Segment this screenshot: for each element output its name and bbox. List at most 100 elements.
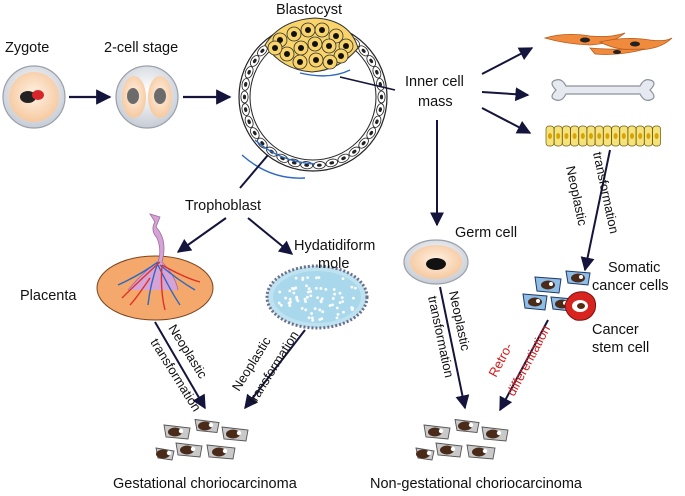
mole-vesicle: [307, 287, 311, 290]
trophoblast-label: Trophoblast: [185, 198, 261, 214]
mole-vesicle: [279, 303, 283, 307]
mole-vesicle: [310, 316, 314, 320]
tumor-nucleus: [226, 429, 240, 439]
mole-vesicle: [331, 297, 335, 300]
mole-vesicle: [309, 290, 313, 293]
mole-vesicle: [320, 297, 324, 301]
epithelial-nucleus: [597, 133, 602, 139]
icm-nucleus: [327, 59, 333, 65]
somatic-nucleolus: [536, 299, 540, 303]
epithelial-nucleus: [556, 133, 561, 139]
mole-vesicle: [284, 296, 288, 300]
mole-vesicle: [340, 296, 344, 300]
icm-nucleus: [333, 33, 339, 39]
trophoblast-nucleus: [242, 94, 247, 100]
icm-nucleus: [272, 45, 278, 51]
mole-vesicle: [288, 289, 292, 293]
germ-cell-label: Germ cell: [455, 225, 517, 241]
mole-vesicle: [314, 286, 318, 290]
tumor-nucleus: [416, 449, 430, 459]
trophoblast-nucleus: [316, 163, 322, 167]
fibroblast-cells: [543, 32, 673, 55]
mole-vesicle: [291, 287, 294, 290]
mole-vesicle: [335, 316, 339, 320]
tumor-nucleolus: [496, 430, 502, 436]
line-blastocyst-to-trophoblast: [239, 154, 269, 189]
icm-nucleus: [338, 53, 344, 59]
mole-vesicle: [324, 287, 328, 291]
blastocyst: [238, 17, 388, 179]
mole-vesicle: [341, 300, 345, 303]
icm-nucleus: [326, 43, 332, 49]
mole-vesicle: [304, 300, 308, 303]
placenta-icon: [96, 213, 214, 321]
epithelial-nucleus: [589, 133, 593, 139]
icm-nucleus: [343, 43, 349, 49]
mole-vesicle: [341, 277, 345, 281]
epithelial-nucleus: [630, 133, 634, 139]
arrow-retrodifferentiation: [499, 319, 549, 412]
mole-vesicle: [288, 304, 292, 308]
tumor-nucleolus: [468, 422, 474, 428]
tumor-nucleolus: [166, 450, 172, 456]
mole-vesicle: [313, 307, 317, 311]
inner-cell-mass-label-1: Inner cell: [405, 74, 464, 90]
tumor-nucleus: [198, 421, 212, 431]
somatic-nucleus: [541, 280, 555, 290]
trophoblast-nucleus: [369, 130, 374, 136]
arrow-trophoblast-to-placenta: [176, 217, 227, 253]
mole-vesicle: [338, 291, 342, 295]
trophoblast-nucleus: [247, 69, 251, 75]
tumor-nucleolus: [222, 448, 228, 454]
somatic-label-2: cancer cells: [592, 278, 669, 294]
mole-vesicle: [306, 295, 309, 299]
mole-vesicle: [319, 287, 323, 290]
icm-nucleus: [312, 41, 318, 47]
tumor-nucleus: [440, 445, 454, 455]
icm-nucleus: [297, 59, 303, 65]
mole-vesicle: [309, 294, 313, 298]
trophoblast-nucleus: [304, 163, 310, 167]
trophoblast-nucleus: [252, 58, 257, 64]
tumor-nucleolus: [236, 430, 242, 436]
arrow-germ-to-nongestational: [439, 286, 470, 410]
epithelial-nucleus: [564, 133, 569, 139]
icm-nucleus: [319, 27, 325, 33]
mole-vesicle: [319, 299, 323, 303]
mole-vesicle: [294, 276, 298, 280]
icm-nucleus: [291, 31, 297, 37]
mole-vesicle: [331, 303, 334, 307]
arrow-icm-to-fibroblast: [481, 47, 534, 75]
mole-vesicle: [352, 296, 355, 300]
non-gestational-label: Non-gestational choriocarcinoma: [370, 476, 583, 492]
icm-nucleus: [284, 51, 290, 57]
inner-cell-mass-label-2: mass: [418, 94, 453, 110]
trophoblast-nucleus: [378, 107, 382, 112]
somatic-nucleus: [571, 273, 585, 283]
arrow-mole-to-gestational: [244, 329, 306, 410]
hydatidiform-mole-icon: [265, 264, 369, 330]
mole-vesicle: [303, 297, 307, 301]
mole-vesicle: [288, 297, 292, 301]
trophoblast-nucleus: [252, 130, 257, 136]
mole-vesicle: [318, 308, 322, 312]
tumor-nucleus: [458, 421, 472, 431]
retro-label-1: Retro-: [485, 340, 515, 379]
two-cell-stage: [115, 65, 179, 129]
gestational-label: Gestational choriocarcinoma: [113, 476, 298, 492]
mole-vesicle: [328, 304, 332, 307]
mole-vesicle: [335, 306, 339, 310]
blastocyst-label: Blastocyst: [276, 2, 342, 18]
arrow-icm-to-epithelium: [481, 107, 532, 134]
epithelial-nucleus: [605, 133, 610, 139]
mole-vesicle: [292, 291, 296, 295]
retro-label-2: differentiation: [503, 323, 553, 399]
two-cell-label: 2-cell stage: [104, 40, 178, 56]
mole-vesicle: [306, 290, 310, 294]
trophoblast-nucleus: [341, 156, 346, 161]
somatic-nucleolus: [579, 275, 583, 279]
epithelial-nucleus: [621, 133, 626, 139]
mole-vesicle: [307, 316, 311, 320]
tumor-nucleolus: [450, 446, 456, 452]
trophoblast-nucleus: [329, 161, 335, 165]
